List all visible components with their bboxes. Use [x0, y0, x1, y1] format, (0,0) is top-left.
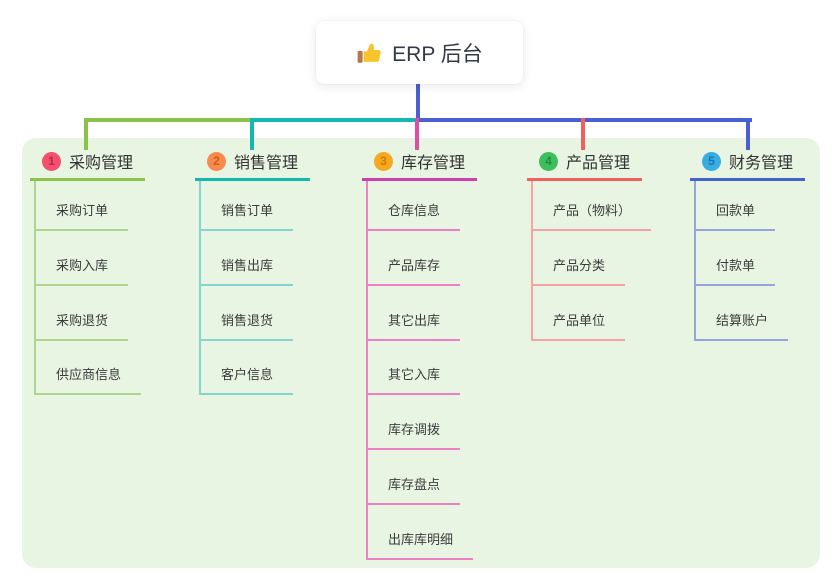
branch-badge: 4 — [539, 151, 558, 171]
child-node[interactable]: 供应商信息 — [34, 365, 142, 395]
branch-drop-line — [415, 118, 419, 150]
branch-vertical-line — [531, 178, 533, 341]
child-node[interactable]: 产品单位 — [531, 311, 626, 341]
branch-header-2[interactable]: 2 销售管理 — [195, 150, 311, 181]
branch-vertical-line — [694, 178, 696, 341]
child-node[interactable]: 结算账户 — [694, 311, 789, 341]
child-node[interactable]: 采购入库 — [34, 256, 129, 286]
child-node[interactable]: 客户信息 — [199, 365, 294, 395]
branch-bus-segment — [86, 118, 254, 122]
branch-header-3[interactable]: 3 库存管理 — [362, 150, 478, 181]
child-node[interactable]: 销售出库 — [199, 256, 294, 286]
child-node[interactable]: 销售订单 — [199, 201, 294, 231]
branch-badge: 1 — [42, 151, 61, 171]
child-node[interactable]: 其它入库 — [366, 365, 461, 395]
child-node[interactable]: 仓库信息 — [366, 201, 461, 231]
branch-badge: 3 — [374, 151, 393, 171]
thumbs-up-icon — [357, 43, 381, 63]
branch-header-5[interactable]: 5 财务管理 — [690, 150, 806, 181]
child-node[interactable]: 回款单 — [694, 201, 776, 231]
child-node[interactable]: 采购订单 — [34, 201, 129, 231]
branch-header-1[interactable]: 1 采购管理 — [30, 150, 146, 181]
branch-vertical-line — [34, 178, 36, 396]
branch-label: 库存管理 — [401, 155, 466, 172]
child-node[interactable]: 付款单 — [694, 256, 776, 286]
branch-label: 销售管理 — [234, 155, 299, 172]
child-node[interactable]: 其它出库 — [366, 311, 461, 341]
branch-header-4[interactable]: 4 产品管理 — [527, 150, 643, 181]
child-node[interactable]: 产品库存 — [366, 256, 461, 286]
branch-vertical-line — [366, 178, 368, 560]
child-node[interactable]: 产品（物料） — [531, 201, 652, 231]
branch-badge: 2 — [207, 151, 226, 171]
child-node[interactable]: 产品分类 — [531, 256, 626, 286]
branch-drop-line — [746, 118, 750, 150]
root-node[interactable]: ERP 后台 — [316, 21, 523, 84]
branch-bus-segment — [252, 118, 419, 122]
mindmap-panel — [22, 138, 820, 568]
child-node[interactable]: 库存调拨 — [366, 420, 461, 450]
branch-vertical-line — [199, 178, 201, 396]
branch-label: 产品管理 — [566, 155, 631, 172]
branch-badge: 5 — [702, 151, 721, 171]
root-connector-line — [416, 83, 420, 122]
branch-drop-line — [250, 118, 254, 150]
branch-label: 财务管理 — [729, 155, 794, 172]
branch-drop-line — [581, 118, 585, 150]
child-node[interactable]: 采购退货 — [34, 311, 129, 341]
child-node[interactable]: 库存盘点 — [366, 475, 461, 505]
branch-drop-line — [84, 118, 88, 150]
root-title: ERP 后台 — [392, 42, 483, 66]
branch-label: 采购管理 — [69, 155, 134, 172]
child-node[interactable]: 销售退货 — [199, 311, 294, 341]
child-node[interactable]: 出库库明细 — [366, 530, 474, 560]
